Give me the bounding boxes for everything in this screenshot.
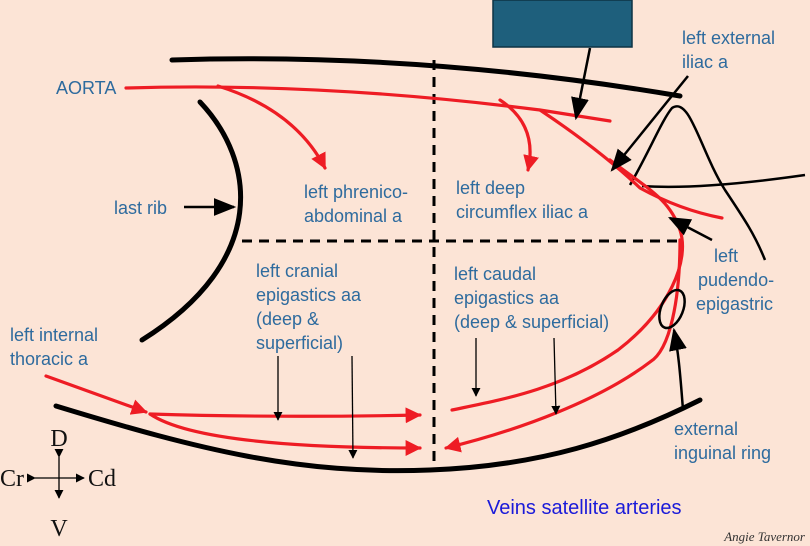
label-aorta: AORTA bbox=[56, 78, 116, 98]
label-internal-thoracic: left internal thoracic a bbox=[10, 325, 98, 369]
thigh-outline bbox=[628, 105, 767, 261]
compass-caudal: Cd bbox=[88, 466, 116, 492]
label-caudal-line2: epigastics aa bbox=[454, 288, 560, 308]
label-cranial-line1: left cranial bbox=[256, 261, 338, 281]
label-cranial-epigastrics: left cranial epigastics aa (deep & super… bbox=[256, 261, 362, 353]
caudal-superficial-pointer bbox=[551, 337, 561, 415]
compass-ventral: V bbox=[50, 516, 68, 542]
label-ext-iliac-line2: iliac a bbox=[682, 52, 729, 72]
label-pudendo-line1: left bbox=[714, 246, 738, 266]
label-phrenico-line2: abdominal a bbox=[304, 206, 403, 226]
internal-thoracic-artery bbox=[44, 374, 148, 415]
external-iliac-pointer bbox=[610, 75, 689, 172]
veins-note: Veins satellite arteries bbox=[487, 497, 682, 519]
phrenico-abdominal-artery bbox=[216, 84, 327, 170]
inguinal-ring-marker bbox=[658, 288, 686, 330]
pudendo-epigastric-pointer bbox=[668, 216, 713, 242]
hip-outline bbox=[641, 173, 806, 189]
external-iliac-artery bbox=[538, 108, 724, 220]
cranial-superficial-pointer bbox=[348, 355, 358, 459]
label-external-inguinal-ring: external inguinal ring bbox=[674, 419, 771, 463]
label-cranial-line2: epigastics aa bbox=[256, 285, 362, 305]
cranial-deep-epigastric-artery bbox=[148, 407, 422, 424]
label-external-iliac: left external iliac a bbox=[682, 28, 775, 72]
caudal-superficial-epigastric-artery bbox=[444, 238, 682, 453]
inguinal-ring-pointer bbox=[669, 327, 687, 411]
label-phrenico-abdominal: left phrenico- abdominal a bbox=[304, 182, 408, 226]
label-cranial-line4: superficial) bbox=[256, 333, 343, 353]
label-inguinal-line1: external bbox=[674, 419, 738, 439]
label-int-thoracic-line2: thoracic a bbox=[10, 349, 89, 369]
label-pudendo-epigastric: left pudendo- epigastric bbox=[696, 246, 774, 314]
author-credit: Angie Tavernor bbox=[723, 529, 806, 544]
label-deep-circ-line1: left deep bbox=[456, 178, 525, 198]
label-ext-iliac-line1: left external bbox=[682, 28, 775, 48]
compass-dorsal: D bbox=[50, 426, 67, 452]
label-caudal-line3: (deep & superficial) bbox=[454, 312, 609, 332]
dorsal-body-wall bbox=[169, 56, 683, 99]
cranial-superficial-epigastric-artery bbox=[148, 412, 422, 456]
label-caudal-epigastrics: left caudal epigastics aa (deep & superf… bbox=[454, 264, 609, 332]
aorta-artery bbox=[124, 85, 612, 123]
label-pudendo-line2: pudendo- bbox=[698, 270, 774, 290]
orientation-compass: D V Cr Cd bbox=[0, 426, 116, 542]
compass-cranial: Cr bbox=[0, 466, 24, 492]
label-caudal-line1: left caudal bbox=[454, 264, 536, 284]
label-deep-circumflex-iliac: left deep circumflex iliac a bbox=[456, 178, 589, 222]
cover-box bbox=[492, 0, 633, 48]
deep-circumflex-iliac-artery bbox=[498, 98, 539, 172]
label-deep-circ-line2: circumflex iliac a bbox=[456, 202, 589, 222]
box-pointer bbox=[571, 47, 592, 121]
label-inguinal-line2: inguinal ring bbox=[674, 443, 771, 463]
label-last-rib: last rib bbox=[114, 198, 167, 218]
label-int-thoracic-line1: left internal bbox=[10, 325, 98, 345]
last-rib-outline bbox=[139, 99, 244, 343]
label-pudendo-line3: epigastric bbox=[696, 294, 773, 314]
ventral-body-wall bbox=[53, 397, 703, 474]
label-cranial-line3: (deep & bbox=[256, 309, 319, 329]
label-phrenico-line1: left phrenico- bbox=[304, 182, 408, 202]
